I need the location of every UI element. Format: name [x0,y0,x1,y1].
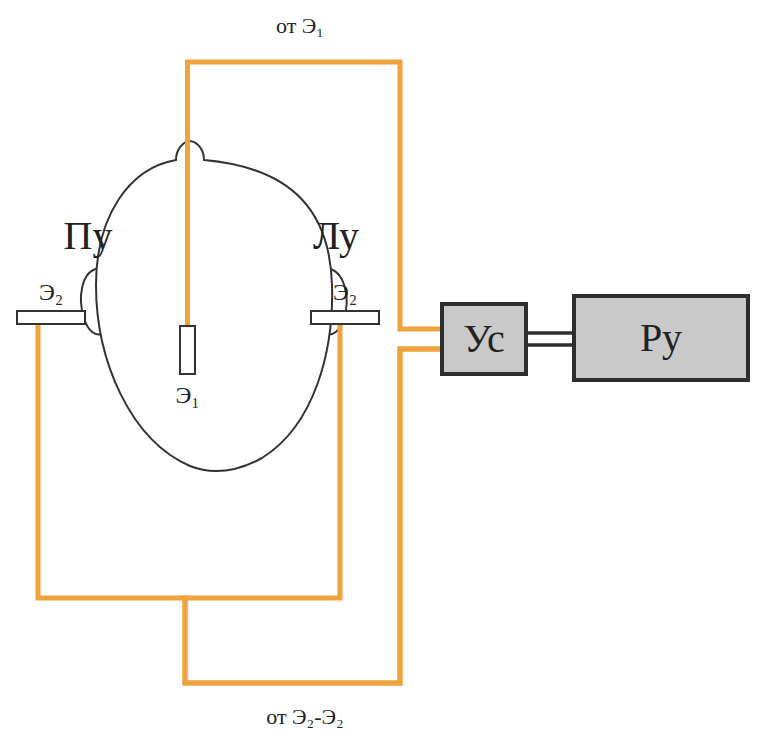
wire-segment [185,325,440,683]
electrode-wire [38,325,440,683]
ear-label: Лу [313,216,359,256]
head-outline [96,141,332,471]
wire-segment [188,62,441,329]
electrode-wire [185,325,440,683]
electrode-label: Э₂ [39,280,63,304]
electrode-wire [188,62,441,329]
scalp-electrode: Э₁ [179,325,196,375]
signal-link [528,333,572,345]
amplifier-box: Ус [440,302,528,376]
link-line [528,331,572,335]
electrode-label: Э₁ [175,383,199,407]
ear-label: Пу [64,216,113,256]
box-label: Ус [463,319,504,359]
ear-electrode: Э₂ [310,310,380,325]
box-label: Ру [640,318,682,358]
wire-label: от Э₁ [276,15,324,37]
wire-label: от Э₂-Э₂ [266,706,344,728]
recorder-box: Ру [572,294,750,382]
electrode-label: Э₂ [333,280,357,304]
ear-electrode: Э₂ [16,310,86,325]
link-line [528,343,572,347]
wire-segment [38,325,440,683]
